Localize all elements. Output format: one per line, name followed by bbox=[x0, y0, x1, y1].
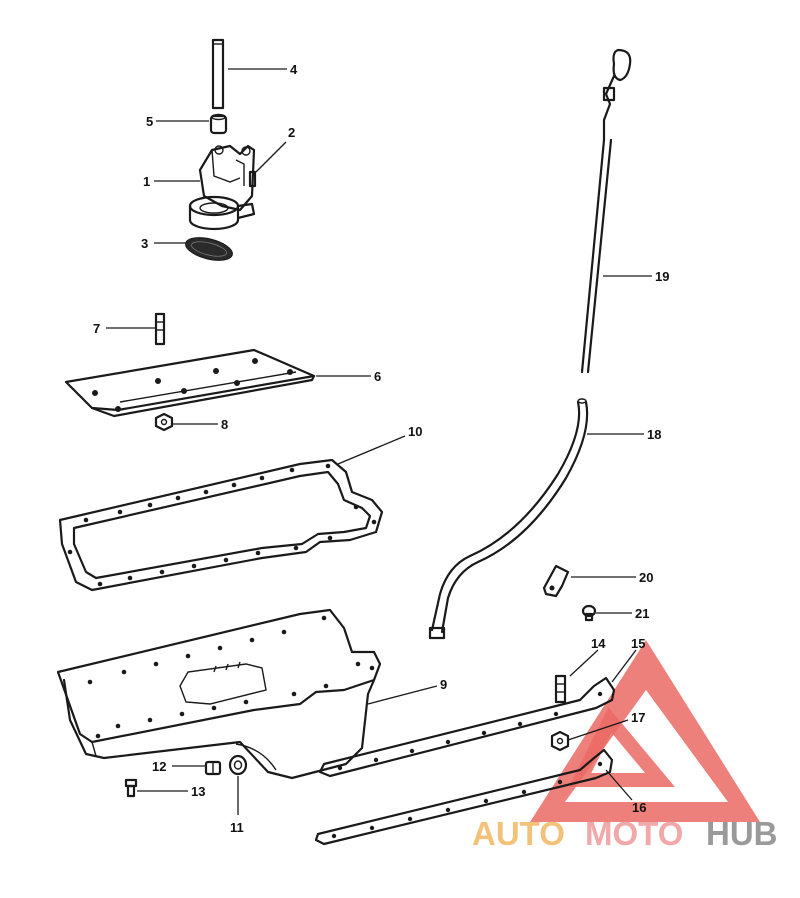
part-nut bbox=[154, 412, 174, 432]
part-bushing bbox=[209, 113, 228, 135]
leader-lines bbox=[106, 68, 652, 815]
callout-16: 16 bbox=[632, 800, 646, 815]
callout-8: 8 bbox=[221, 417, 228, 432]
watermark-text: AUTO MOTO HUB bbox=[472, 815, 778, 852]
part-pickup-housing bbox=[188, 195, 256, 231]
part-dipstick bbox=[580, 48, 632, 374]
part-dipstick-tube bbox=[428, 398, 589, 640]
part-rail-nut bbox=[550, 730, 570, 752]
part-rail-stud bbox=[554, 674, 567, 704]
callout-14: 14 bbox=[591, 636, 606, 651]
callout-1: 1 bbox=[143, 174, 150, 189]
callout-labels: 4 5 1 2 3 7 6 8 10 9 12 11 13 19 18 20 2… bbox=[93, 62, 669, 835]
part-oil-pan bbox=[56, 608, 382, 780]
part-pump-bolt bbox=[248, 170, 257, 188]
callout-10: 10 bbox=[408, 424, 422, 439]
callout-3: 3 bbox=[141, 236, 148, 251]
watermark-triangle-outer bbox=[530, 640, 760, 822]
part-pickup-tube bbox=[211, 38, 225, 110]
callout-18: 18 bbox=[647, 427, 661, 442]
part-clip-screw bbox=[581, 604, 597, 622]
watermark-logo bbox=[530, 640, 760, 822]
callout-12: 12 bbox=[152, 759, 166, 774]
callout-15: 15 bbox=[631, 636, 645, 651]
part-drain-plug bbox=[204, 760, 222, 776]
callout-21: 21 bbox=[635, 606, 649, 621]
watermark-triangle-inner bbox=[568, 707, 675, 787]
part-screen bbox=[185, 237, 233, 261]
part-pan-rail-upper bbox=[318, 676, 616, 778]
part-pan-bolt bbox=[124, 778, 138, 798]
part-oil-pan-gasket bbox=[58, 458, 384, 592]
callout-2: 2 bbox=[288, 125, 295, 140]
part-pan-rail-lower bbox=[314, 748, 614, 846]
callout-4: 4 bbox=[290, 62, 298, 77]
watermark-hub: HUB bbox=[706, 815, 778, 852]
callout-13: 13 bbox=[191, 784, 205, 799]
callout-11: 11 bbox=[230, 820, 244, 835]
callout-5: 5 bbox=[146, 114, 153, 129]
callout-17: 17 bbox=[631, 710, 645, 725]
callout-19: 19 bbox=[655, 269, 669, 284]
watermark-auto: AUTO bbox=[472, 815, 565, 852]
part-tube-clip bbox=[542, 564, 570, 598]
callout-7: 7 bbox=[93, 321, 100, 336]
callout-20: 20 bbox=[639, 570, 653, 585]
callout-6: 6 bbox=[374, 369, 381, 384]
part-oil-pump bbox=[198, 144, 256, 212]
callout-9: 9 bbox=[440, 677, 447, 692]
watermark-moto: MOTO bbox=[585, 815, 683, 852]
part-windage-tray bbox=[64, 348, 316, 418]
part-drain-washer bbox=[228, 754, 248, 776]
part-stud bbox=[154, 312, 166, 346]
